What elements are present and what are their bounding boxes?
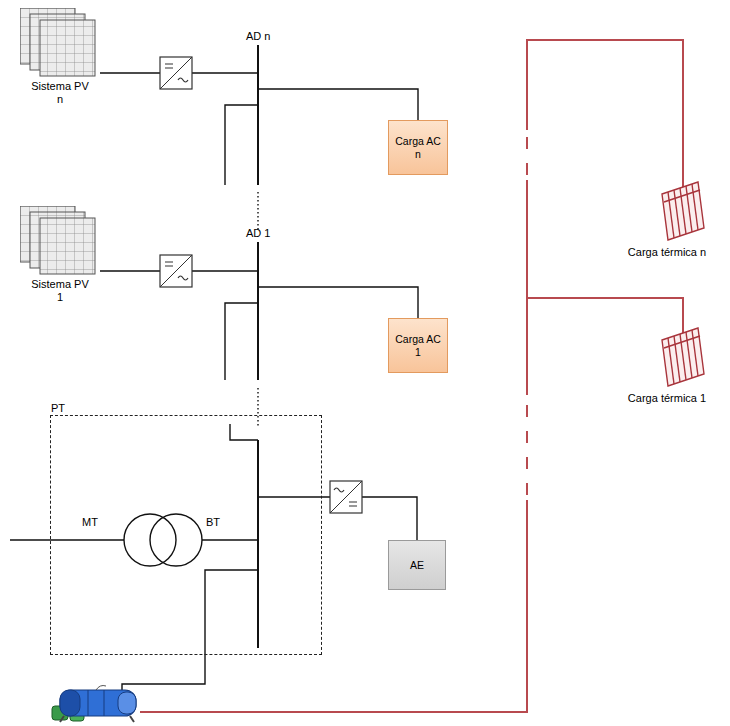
feeder-stub — [225, 105, 258, 185]
inverter-symbol — [160, 255, 192, 287]
node-label: Carga térmica n — [628, 246, 706, 259]
node-label: Sistema PV n — [29, 80, 91, 105]
heat-pipe — [140, 500, 527, 712]
dotted-continuation — [257, 388, 258, 428]
pv-panel — [40, 218, 95, 274]
inverter-symbol — [160, 57, 192, 89]
voltage-label: BT — [206, 516, 220, 529]
heat-pipe — [527, 298, 683, 333]
transformer-winding — [150, 514, 202, 566]
pv-panel-icon — [20, 206, 100, 276]
node-label: AE — [410, 559, 424, 571]
node-label: Carga AC 1 — [393, 333, 443, 357]
chp-feeder — [122, 570, 258, 692]
converter-symbol — [330, 481, 362, 513]
feeder-stub — [225, 303, 258, 380]
radiator-icon — [612, 172, 722, 244]
pv-system: Sistema PV 1 — [20, 206, 100, 311]
storage-box: AE — [388, 540, 446, 590]
heat-pipe — [527, 40, 683, 187]
heat-pipe-dashed — [526, 135, 528, 175]
substation-group: PT — [50, 415, 322, 655]
group-heading: PT — [51, 402, 65, 415]
node-label: Carga térmica 1 — [628, 392, 706, 405]
thermal-load: Carga térmica 1 — [612, 318, 722, 418]
pv-system: Sistema PV n — [20, 8, 100, 113]
heat-pipe — [526, 180, 528, 395]
ac-load-box: Carga AC 1 — [388, 318, 448, 373]
bus-bar — [257, 440, 259, 648]
thermal-load: Carga térmica n — [612, 172, 722, 272]
ac-load-box: Carga AC n — [388, 120, 448, 175]
node-label: Sistema PV 1 — [29, 278, 91, 303]
bus-bar — [257, 45, 259, 185]
pv-panel — [40, 20, 95, 76]
voltage-label: MT — [82, 516, 98, 529]
storage-feeder — [258, 496, 322, 497]
radiator-icon — [612, 318, 722, 390]
lv-line — [202, 539, 258, 540]
mv-line — [10, 539, 124, 540]
power-line — [100, 271, 418, 318]
dotted-continuation — [257, 192, 258, 230]
bus-bar — [257, 242, 259, 380]
power-line — [100, 73, 418, 120]
node-label: Carga AC n — [393, 135, 443, 159]
heat-pipe-dashed — [526, 400, 528, 495]
feeder-stub — [230, 424, 258, 440]
bus-label: AD n — [246, 30, 270, 43]
pv-panel-icon — [20, 8, 100, 78]
chp-unit-illustration — [52, 686, 136, 723]
bus-label: AD 1 — [246, 227, 270, 240]
